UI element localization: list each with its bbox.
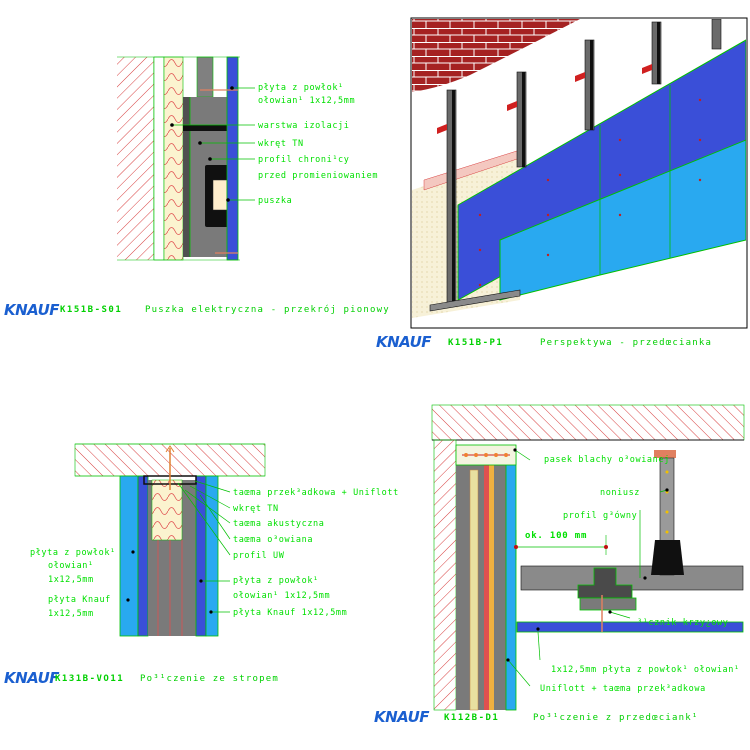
panel-bottom-right: ok. 100 mm pasek blachy o³owianej nonius…	[374, 404, 745, 726]
label-left-knauf-board: płyta Knauf	[48, 595, 111, 605]
knauf-logo-3: KNAUF	[4, 669, 60, 687]
brick-wall	[412, 19, 580, 92]
label-lead-board-bl: płyta z powłok¹	[233, 576, 319, 586]
label-protective-profile-2: przed promieniowaniem	[258, 171, 378, 181]
label-screw-tn: wkręt TN	[258, 139, 304, 149]
knauf-logo-2: KNAUF	[376, 333, 432, 351]
label-left-lead-board-2: ołowian¹	[48, 561, 94, 571]
cyan-board-right	[205, 475, 219, 637]
label-main-profile: profil g³ówny	[563, 510, 637, 521]
drawing-code-tl: K151B-S01	[60, 305, 122, 315]
cyan-board-br	[505, 449, 517, 711]
dimension-100mm: ok. 100 mm	[525, 531, 587, 541]
label-lead-board-bl-2: ołowian¹ 1x12,5mm	[233, 591, 330, 601]
label-left-lead-board: płyta z powłok¹	[30, 548, 116, 558]
label-screw-tn-bl: wkręt TN	[233, 504, 279, 514]
label-box: puszka	[258, 196, 292, 206]
label-cross-connector: ³¹cznik krzy¿owy	[637, 618, 728, 628]
label-ceiling-board: 1x12,5mm płyta z powłok¹ ołowian¹	[551, 665, 740, 675]
drawing-code-br: K112B-D1	[444, 713, 499, 723]
panel-bottom-left: taœma przek³adkowa + Uniflott wkręt TN t…	[4, 443, 399, 687]
ceiling-slab-br	[431, 404, 745, 441]
label-uniflott-tape: Uniflott + taœma przek³adkowa	[540, 684, 706, 694]
masonry-wall-br	[433, 439, 457, 711]
label-profile-uw: profil UW	[233, 551, 285, 561]
drawing-code-tr: K151B-P1	[448, 338, 503, 348]
caption-br: Po³¹czenie z przedœciank¹	[533, 713, 698, 723]
panel-top-left: płyta z powłok¹ ołowian¹ 1x12,5mm warstw…	[4, 56, 390, 319]
cyan-board-left	[119, 475, 139, 637]
label-lead-strip: pasek blachy o³owianej	[544, 455, 670, 465]
lead-coated-ceiling-board	[516, 621, 744, 633]
insulation-layer	[163, 56, 184, 261]
label-lead-board: płyta z powłok¹	[258, 83, 344, 93]
knauf-logo-1: KNAUF	[4, 301, 60, 319]
label-protective-profile: profil chroni¹cy	[258, 155, 349, 165]
panel-top-right: KNAUF K151B-P1 Perspektywa - przedœciank…	[376, 17, 748, 351]
label-knauf-board-bl: płyta Knauf 1x12,5mm	[233, 608, 347, 618]
label-separating-tape: taœma przek³adkowa + Uniflott	[233, 488, 399, 498]
caption-bl: Po³¹czenie ze stropem	[140, 674, 279, 684]
drawing-code-bl: K131B-VO11	[55, 674, 124, 684]
blue-board-left	[137, 475, 149, 637]
caption-tr: Perspektywa - przedœcianka	[540, 338, 712, 348]
label-insulation: warstwa izolacji	[258, 121, 349, 131]
knauf-logo-4: KNAUF	[374, 708, 430, 726]
blue-board-right	[195, 475, 207, 637]
label-acoustic-tape: taœma akustyczna	[233, 519, 324, 529]
caption-tl: Puszka elektryczna - przekrój pionowy	[145, 304, 390, 315]
label-lead-tape: taœma o³owiana	[233, 535, 313, 545]
concrete-wall-hatch	[117, 57, 154, 260]
partition-core	[456, 465, 506, 710]
label-left-knauf-thickness: 1x12,5mm	[48, 609, 94, 619]
label-nonius: noniusz	[600, 488, 640, 498]
label-lead-board-thickness: ołowian¹ 1x12,5mm	[258, 96, 355, 106]
label-left-thickness: 1x12,5mm	[48, 575, 94, 585]
